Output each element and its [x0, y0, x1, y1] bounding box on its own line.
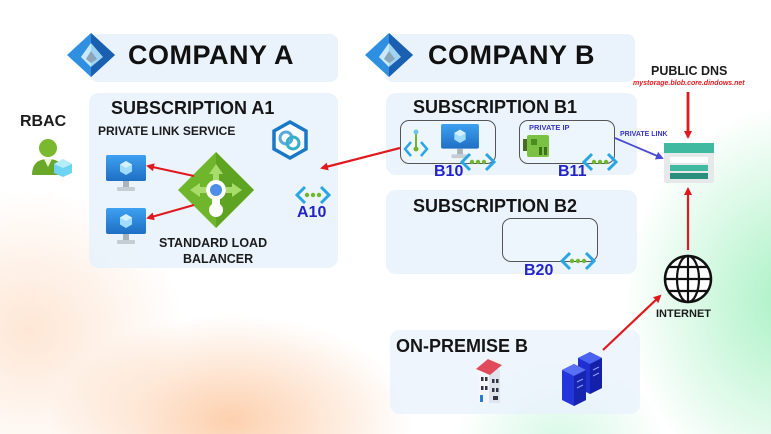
- arrow-private-link-to-storage: [614, 137, 664, 160]
- private-ip-label: PRIVATE IP: [529, 123, 570, 132]
- subscription-b2-title: SUBSCRIPTION B2: [413, 196, 578, 216]
- vnet-b20-label: B20: [524, 262, 554, 279]
- vnet-b20-box: [502, 218, 598, 262]
- entra-id-icon: [67, 33, 115, 77]
- private-link-label: PRIVATE LINK: [620, 131, 668, 138]
- subscription-a1-title: SUBSCRIPTION A1: [111, 98, 275, 118]
- arrow-b10-to-private-link-service: [320, 146, 401, 171]
- vm-icon-2: [106, 208, 146, 244]
- vnet-a10-label: A10: [297, 204, 327, 221]
- vnet-b11-label: B11: [558, 163, 587, 180]
- internet-globe-icon: [663, 254, 713, 304]
- company-a-title: COMPANY A: [128, 40, 295, 70]
- arrow-onprem-to-internet: [602, 294, 662, 351]
- vnet-b10-label: B10: [434, 163, 464, 180]
- vm-icon-b10: [441, 124, 479, 159]
- vm-icon-1: [106, 155, 146, 191]
- on-premise-b-title: ON-PREMISE B: [396, 336, 529, 356]
- public-dns-hostname: mystorage.blob.core.dindows.net: [633, 80, 745, 87]
- subnet-icon: [403, 129, 429, 157]
- rbac-label: RBAC: [20, 113, 67, 130]
- server-rack-icon: [562, 352, 602, 406]
- vnet-b10-icon: [459, 152, 497, 172]
- vnet-a10-icon: [294, 185, 332, 205]
- company-a-header: [90, 34, 338, 82]
- private-link-service-label: PRIVATE LINK SERVICE: [98, 124, 236, 138]
- load-balancer-label-line1: STANDARD LOAD: [159, 236, 268, 250]
- entra-id-icon-b: [365, 33, 413, 77]
- company-b-title: COMPANY B: [428, 40, 596, 70]
- load-balancer-label-line2: BALANCER: [183, 252, 254, 266]
- arrow-lb-to-vm1: [146, 163, 195, 177]
- rbac-user-icon: [32, 139, 72, 177]
- public-dns-title: PUBLIC DNS: [651, 64, 728, 78]
- vnet-b11-icon: [581, 152, 619, 172]
- private-link-service-icon: [272, 119, 308, 161]
- building-icon: [476, 357, 502, 403]
- subscription-b1-title: SUBSCRIPTION B1: [413, 97, 578, 117]
- internet-label: INTERNET: [656, 308, 711, 320]
- vnet-b20-icon: [559, 251, 597, 271]
- network-interface-icon: [523, 135, 549, 157]
- company-b-header: [385, 34, 635, 82]
- load-balancer-icon: [178, 152, 254, 228]
- storage-account-icon: [664, 143, 714, 183]
- arrow-lb-to-vm2: [146, 204, 195, 221]
